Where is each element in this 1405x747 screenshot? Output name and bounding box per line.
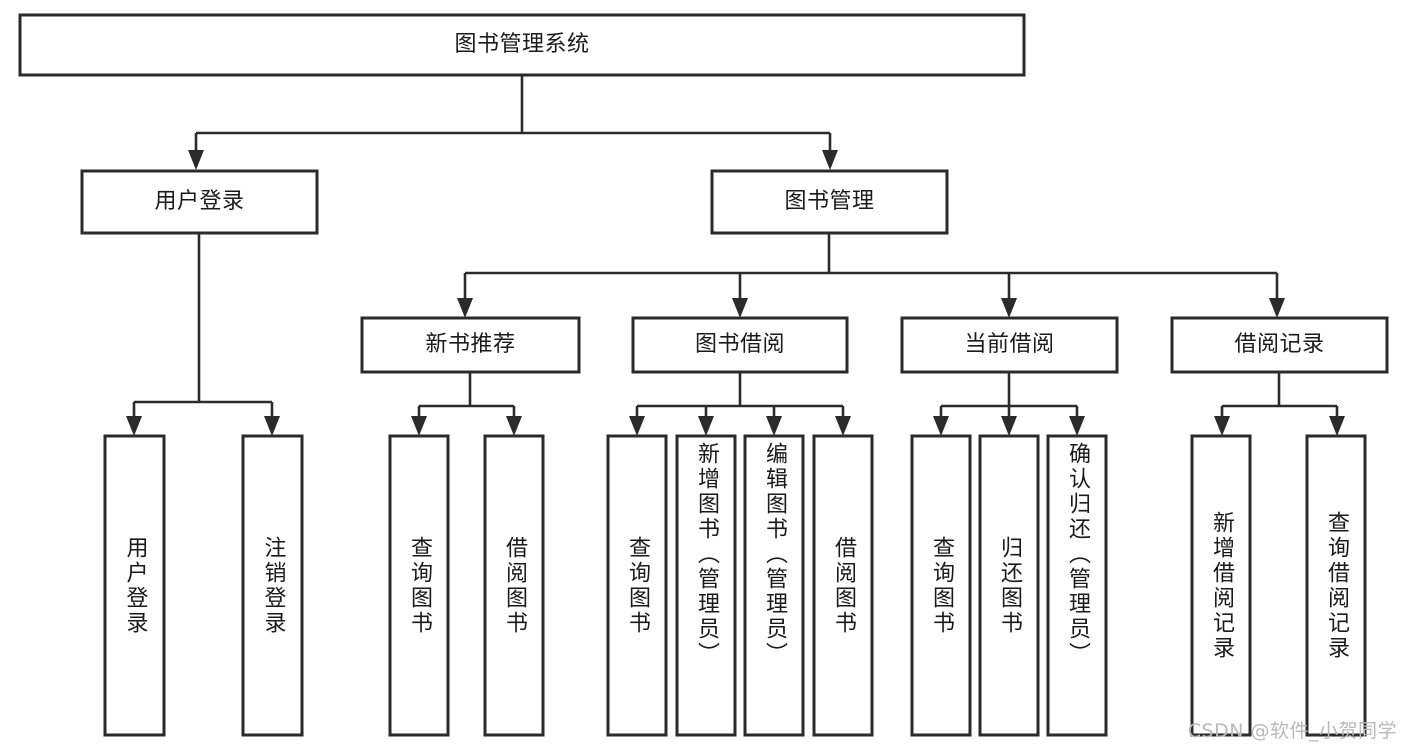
node-box-root[interactable] [18, 13, 1026, 77]
connector-root-to-level2 [188, 76, 838, 170]
connector-userlogin-to-leaves [126, 233, 280, 436]
leaf-box-3[interactable] [483, 434, 545, 737]
leaf-box-5[interactable] [675, 434, 737, 737]
connector-bookmanage-to-level3 [457, 233, 1285, 318]
leaf-box-12[interactable] [1305, 434, 1367, 737]
leaf-box-11[interactable] [1190, 434, 1252, 737]
connector-bookborrow-to-leaves [629, 372, 851, 436]
leaf-box-6[interactable] [743, 434, 805, 737]
leaf-box-2[interactable] [388, 434, 450, 737]
node-box-new-book-rec[interactable] [360, 316, 581, 374]
leaf-box-7[interactable] [812, 434, 874, 737]
node-box-current-borrow[interactable] [900, 316, 1119, 374]
node-box-book-borrow[interactable] [631, 316, 849, 374]
connector-newbookrec-to-leaves [411, 372, 522, 436]
leaf-box-9[interactable] [978, 434, 1040, 737]
node-box-user-login[interactable] [80, 169, 319, 235]
leaf-box-4[interactable] [606, 434, 668, 737]
leaf-box-0[interactable] [103, 434, 166, 737]
node-box-borrow-record[interactable] [1170, 316, 1389, 374]
leaf-box-8[interactable] [910, 434, 972, 737]
leaf-box-10[interactable] [1046, 434, 1108, 737]
node-box-book-manage[interactable] [710, 169, 949, 235]
leaf-box-1[interactable] [241, 434, 304, 737]
csdn-watermark: CSDN @软件_小贺同学 [1187, 720, 1397, 742]
connector-currentborrow-to-leaves [933, 372, 1085, 436]
connector-borrowrecord-to-leaves [1214, 372, 1345, 436]
